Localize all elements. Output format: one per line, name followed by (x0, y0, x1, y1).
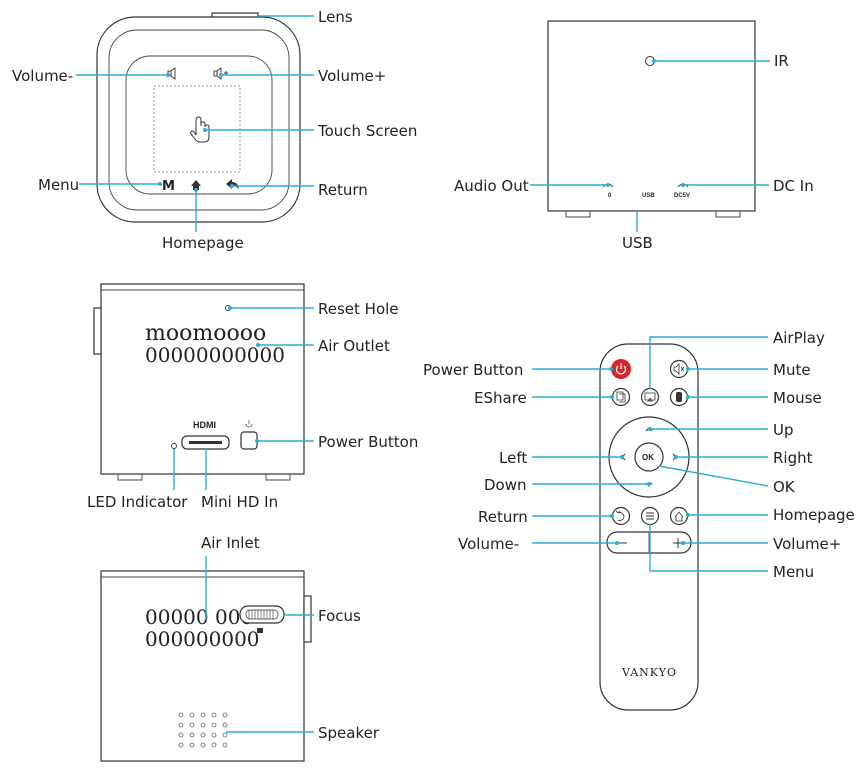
menu-key-label: M (162, 179, 175, 194)
air-inlet-vent-row2: 000000000 (145, 627, 260, 651)
home-icon (674, 511, 684, 522)
label-audio-out: Audio Out (454, 177, 529, 195)
back-view-body (547, 20, 756, 212)
touch-panel (125, 55, 273, 195)
label-mouse: Mouse (773, 389, 822, 407)
mute-icon (673, 363, 685, 375)
label-menu-remote: Menu (773, 563, 814, 581)
label-return-remote: Return (478, 508, 528, 526)
label-power-button-side: Power Button (318, 433, 418, 451)
side-focus-tab (93, 307, 102, 355)
remote-brand: VANKYO (621, 666, 677, 679)
label-left: Left (499, 449, 527, 467)
top-view-inner-ring (108, 29, 290, 211)
back-view-feet (565, 211, 741, 218)
side-view-ports: moomoooo 00000000000 HDMI (93, 283, 305, 481)
remote-airplay-button (640, 387, 660, 407)
back-view: 0 USB DC5V (547, 20, 756, 218)
label-volume-plus-top: Volume+ (318, 67, 386, 85)
label-dc-in: DC In (773, 177, 814, 195)
leader-lines (76, 15, 770, 733)
callout-labels: Lens Volume- Volume+ Touch Screen Menu R… (12, 8, 855, 742)
top-view: M (96, 12, 301, 223)
label-airplay: AirPlay (773, 329, 825, 347)
label-volume-minus-remote: Volume- (458, 535, 519, 553)
remote-home-button (669, 506, 689, 526)
label-down: Down (484, 476, 527, 494)
label-mini-hd-in: Mini HD In (201, 493, 278, 511)
touch-hand-icon (190, 116, 210, 143)
side-view-focus: 00000 000 000000000 (100, 570, 312, 762)
eshare-icon (616, 391, 626, 403)
label-usb: USB (622, 234, 653, 252)
airplay-icon (644, 392, 656, 402)
label-air-inlet: Air Inlet (201, 534, 260, 552)
power-icon (615, 363, 627, 375)
label-homepage-top: Homepage (162, 234, 244, 252)
label-ok: OK (773, 478, 796, 496)
side-view-feet (117, 474, 291, 481)
label-menu-top: Menu (38, 176, 79, 194)
label-speaker: Speaker (318, 724, 380, 742)
side-view-2-body (100, 570, 305, 762)
led-indicator (171, 443, 177, 449)
remote-ok-button (634, 442, 664, 472)
label-led-indicator: LED Indicator (87, 493, 188, 511)
label-mute: Mute (773, 361, 811, 379)
mouse-icon (676, 392, 682, 402)
label-ir: IR (774, 52, 789, 70)
remote-return-button (611, 506, 631, 526)
air-outlet-vent-bottom: 00000000000 (145, 343, 285, 367)
power-button-side (240, 431, 258, 450)
label-return-top: Return (318, 181, 368, 199)
label-volume-minus-top: Volume- (12, 67, 73, 85)
focus-wheel-ridges (248, 610, 274, 619)
focus-wheel (239, 605, 285, 624)
label-up: Up (773, 421, 794, 439)
label-reset-hole: Reset Hole (318, 300, 399, 318)
air-outlet-vent-top: moomoooo (145, 321, 266, 346)
volume-up-icon (213, 67, 228, 80)
port-label-dc: DC5V (674, 193, 690, 199)
return-icon (615, 510, 625, 521)
home-key-icon (191, 180, 201, 190)
hdmi-label: HDMI (193, 420, 216, 430)
speaker-grille (178, 712, 228, 748)
label-lens: Lens (318, 8, 353, 26)
port-label-audio: 0 (608, 193, 612, 199)
focus-icon (257, 628, 263, 633)
touch-screen-area (153, 85, 241, 173)
label-air-outlet: Air Outlet (318, 337, 390, 355)
remote-eshare-button (611, 387, 631, 407)
side-2-tab (303, 595, 312, 643)
label-focus: Focus (318, 607, 361, 625)
label-volume-plus-remote: Volume+ (773, 535, 841, 553)
label-right: Right (773, 449, 813, 467)
label-homepage-remote: Homepage (773, 506, 855, 524)
label-power-button-remote: Power Button (423, 361, 523, 379)
remote-control: OK VANKYO (599, 343, 699, 711)
power-icon-small (245, 420, 253, 428)
menu-icon (646, 512, 654, 520)
label-eshare: EShare (474, 389, 527, 407)
port-label-usb: USB (642, 193, 655, 199)
air-inlet-vent-row1: 00000 000 (145, 605, 253, 629)
ok-key-label: OK (642, 453, 654, 462)
label-touch-screen: Touch Screen (317, 122, 417, 140)
